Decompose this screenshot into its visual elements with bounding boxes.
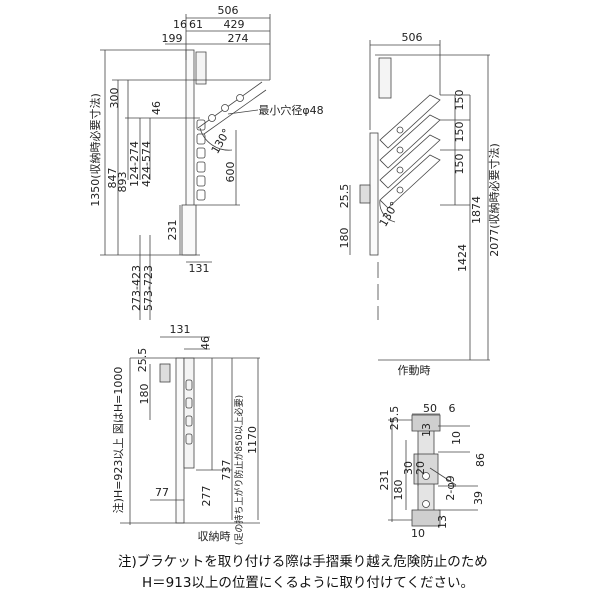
dim-847: 847 — [106, 168, 119, 189]
pole — [175, 357, 185, 524]
dim-20: 20 — [414, 461, 427, 475]
pole — [369, 132, 379, 256]
dim-600: 600 — [224, 162, 237, 183]
working-view-labels: 506 150 150 150 25.5 180 1424 1874 2077(… — [338, 31, 501, 377]
pole-lower-section — [181, 204, 197, 256]
dim-131: 131 — [189, 262, 210, 275]
label-2077-vertical: 2077(収納時必要寸法) — [487, 143, 501, 257]
working-view-drawing — [349, 40, 490, 361]
dim-429: 429 — [224, 18, 245, 31]
dim-180: 180 — [338, 228, 351, 249]
stored-caption: 収納時 — [198, 530, 231, 543]
dim-150-c: 150 — [453, 154, 466, 175]
dim-199: 199 — [162, 32, 183, 45]
installation-note: 注)ブラケットを取り付ける際は手摺乗り越え危険防止のため H＝913以上の位置に… — [118, 552, 588, 594]
bracket-detail-labels: 25.5 50 6 13 10 86 30 20 180 231 39 10 1… — [378, 402, 487, 540]
dim-506: 506 — [218, 4, 239, 17]
dim-61: 61 — [189, 18, 203, 31]
dim-124-274: 124-274 — [128, 141, 141, 187]
dim-86: 86 — [474, 453, 487, 467]
hole-2-phi9: 2-φ9 — [444, 475, 457, 500]
bracket-top-clamp — [411, 414, 441, 432]
dim-46: 46 — [199, 336, 212, 350]
dim-573-723: 573-723 — [142, 265, 155, 311]
dim-1170: 1170 — [246, 426, 259, 454]
folded-arm — [183, 357, 195, 469]
dim-13-top: 13 — [420, 423, 433, 437]
dim-25-5: 25.5 — [388, 406, 401, 431]
bracket-bottom-clamp — [411, 509, 441, 527]
dim-150-a: 150 — [453, 90, 466, 111]
dim-25-5: 25.5 — [338, 184, 351, 209]
bolt-hole — [422, 472, 430, 480]
dim-16: 16 — [173, 18, 187, 31]
dim-10-bottom: 10 — [411, 527, 425, 540]
dim-150-b: 150 — [453, 122, 466, 143]
dim-30: 30 — [402, 461, 415, 475]
dim-180: 180 — [138, 384, 151, 405]
dim-6: 6 — [449, 402, 456, 415]
dim-277: 277 — [200, 486, 213, 507]
angle-130-label: 130° — [209, 127, 234, 156]
dim-77: 77 — [155, 486, 169, 499]
dim-274: 274 — [228, 32, 249, 45]
note-h-vertical: 注)H=923以上 図はH=1000 — [111, 367, 125, 514]
angle-arc — [379, 199, 396, 223]
dim-231: 231 — [166, 220, 179, 241]
diagonal-arm — [197, 81, 267, 135]
dim-10-top: 10 — [450, 431, 463, 445]
dim-13-bottom: 13 — [436, 515, 449, 529]
arm-folded — [378, 57, 392, 99]
dim-131: 131 — [170, 323, 191, 336]
bracket — [159, 363, 171, 383]
angle-130-label: 130° — [377, 200, 402, 229]
working-caption: 作動時 — [398, 363, 431, 377]
dim-893: 893 — [116, 172, 129, 193]
stored-view-labels: 131 46 25.5 180 77 277 737 1170 注)H=923以… — [111, 323, 259, 545]
side-view-drawing — [100, 14, 271, 320]
dim-737: 737 — [220, 460, 233, 481]
hole-diameter-label: 最小穴径φ48 — [258, 103, 323, 117]
hanger-slots — [196, 119, 206, 201]
dim-50: 50 — [423, 402, 437, 415]
hanger-slots — [185, 379, 193, 445]
dim-300: 300 — [108, 88, 121, 109]
dim-1874: 1874 — [470, 196, 483, 224]
arm-folded — [195, 51, 207, 85]
side-view-labels: 506 16 61 429 199 274 300 46 847 893 124… — [88, 4, 324, 311]
stored-view-drawing — [120, 336, 260, 525]
note-line-1: 注)ブラケットを取り付ける際は手摺乗り越え危険防止のため — [118, 554, 488, 570]
dim-180: 180 — [392, 480, 405, 501]
bracket — [359, 184, 371, 204]
dim-25-5: 25.5 — [136, 348, 149, 373]
dim-46: 46 — [150, 101, 163, 115]
swing-arms — [379, 94, 441, 209]
bracket-detail-drawing — [388, 413, 478, 527]
dim-506: 506 — [402, 31, 423, 44]
angle-arc — [199, 127, 233, 151]
leg-lift-note-vertical: (足の持ち上がり防止が850以上必要) — [233, 395, 245, 545]
dim-273-423: 273-423 — [130, 265, 143, 311]
dim-424-574: 424-574 — [140, 141, 153, 187]
note-line-2: H＝913以上の位置にくるように取り付けてください。 — [142, 575, 474, 591]
dim-39: 39 — [472, 491, 485, 505]
bolt-hole — [422, 500, 430, 508]
label-1350-vertical: 1350(収納時必要寸法) — [88, 93, 102, 207]
dim-1424: 1424 — [456, 244, 469, 272]
dim-231: 231 — [378, 470, 391, 491]
